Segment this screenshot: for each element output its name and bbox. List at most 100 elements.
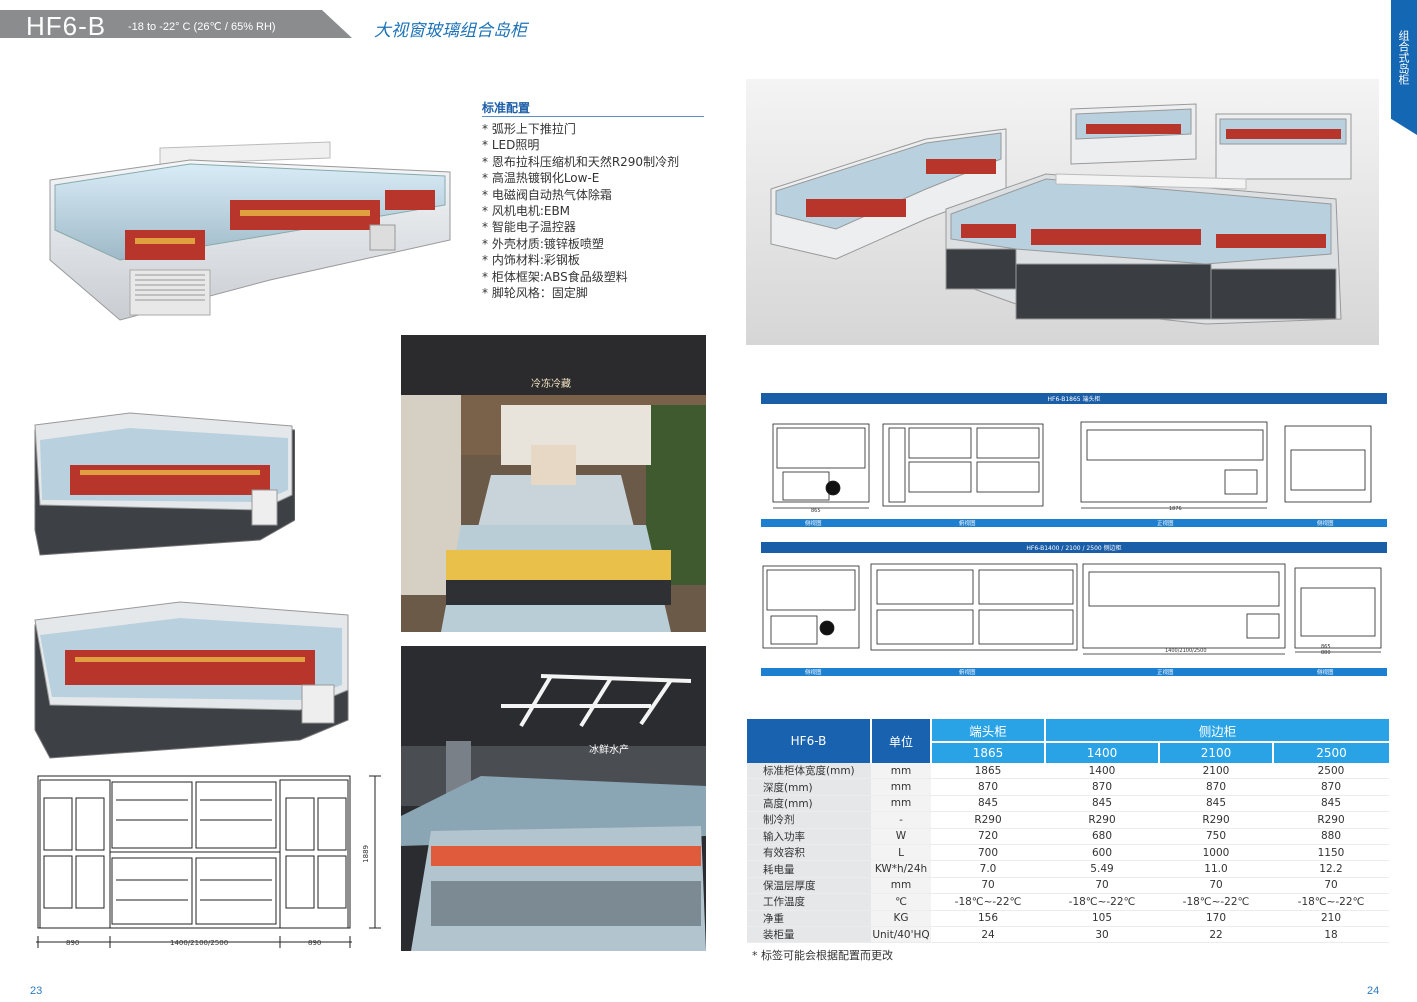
- dim-height: 1889: [362, 845, 370, 863]
- combination-render-image: [746, 79, 1379, 345]
- spec-row-label: 高度(mm): [747, 795, 871, 813]
- spec-cell: 600: [1045, 844, 1159, 862]
- spec-cell: 1865: [931, 763, 1045, 780]
- bp1-label: 侧视图: [805, 521, 822, 527]
- spec-cell: 870: [931, 778, 1045, 796]
- spec-size-header: 1400: [1044, 741, 1159, 763]
- spec-cell: 156: [931, 910, 1045, 927]
- spec-row-unit: -: [871, 811, 931, 829]
- bp2-label: 正视图: [1157, 670, 1174, 676]
- spec-cell: R290: [1045, 811, 1159, 829]
- store2-sign: 冰鲜水产: [589, 745, 629, 756]
- blueprint1-drawings: 865 1876: [761, 410, 1387, 518]
- spec-model-header: HF6-B: [747, 719, 871, 763]
- dim-middle: 1400/2100/2500: [170, 939, 229, 947]
- spec-group-side: 侧边柜: [1044, 719, 1389, 742]
- spec-size-header: 1865: [930, 741, 1045, 763]
- spec-row-label: 有效容积: [747, 844, 871, 862]
- temperature-range: -18 to -22° C (26℃ / 65% RH): [128, 21, 276, 33]
- spec-row-unit: L: [871, 844, 931, 862]
- spec-row-unit: KW*h/24h: [871, 860, 931, 878]
- spec-cell: 70: [1045, 877, 1159, 895]
- spec-row-unit: Unit/40'HQ: [871, 926, 931, 944]
- spec-cell: 750: [1159, 828, 1273, 845]
- spec-cell: 18: [1273, 926, 1389, 944]
- spec-cell: R290: [1273, 811, 1389, 829]
- spec-cell: 720: [931, 828, 1045, 845]
- spec-cell: 1000: [1159, 844, 1273, 862]
- side-cabinet-image: [30, 600, 350, 760]
- config-divider: [482, 116, 704, 117]
- model-name: HF6-B: [26, 11, 107, 41]
- spec-row-label: 工作温度: [747, 893, 871, 911]
- spec-row-label: 制冷剂: [747, 811, 871, 829]
- bp2-dim-front: 1400/2100/2500: [1165, 648, 1207, 654]
- bp2-label: 侧视图: [805, 670, 822, 676]
- blueprint2-title: HF6-B1400 / 2100 / 2500 侧边柜: [1026, 545, 1122, 552]
- end-cabinet-image: [30, 410, 295, 560]
- blueprint2-title-bar: HF6-B1400 / 2100 / 2500 侧边柜: [761, 542, 1387, 553]
- spec-unit-header: 单位: [870, 719, 931, 763]
- spec-size-header: 2500: [1272, 741, 1389, 763]
- spec-cell: 680: [1045, 828, 1159, 845]
- config-item: LED照明: [482, 137, 679, 153]
- spec-cell: -18℃~-22℃: [1159, 893, 1273, 911]
- bp2-label: 俯视图: [959, 670, 976, 676]
- bp1-label: 正视图: [1157, 521, 1174, 527]
- config-list: 弧形上下推拉门 LED照明 恩布拉科压缩机和天然R290制冷剂 高温热镀钢化Lo…: [482, 121, 679, 301]
- spec-row-unit: W: [871, 828, 931, 845]
- bp1-dim-front: 1876: [1169, 506, 1182, 512]
- page-number-left: 23: [30, 985, 43, 997]
- page-title: 大视窗玻璃组合岛柜: [374, 21, 527, 41]
- config-item: 恩布拉科压缩机和天然R290制冷剂: [482, 154, 679, 170]
- spec-size-header: 2100: [1158, 741, 1273, 763]
- spec-cell: 845: [1273, 795, 1389, 813]
- top-view-drawing: 890 1400/2100/2500 890 1889: [30, 770, 385, 955]
- config-item: 高温热镀钢化Low-E: [482, 170, 679, 186]
- spec-cell: 70: [1273, 877, 1389, 895]
- spec-cell: 12.2: [1273, 860, 1389, 878]
- blueprint2-label-bar: 侧视图 俯视图 正视图 侧视图: [761, 668, 1387, 676]
- spec-cell: 170: [1159, 910, 1273, 927]
- blueprint1-title: HF6-B1865 端头柜: [1047, 396, 1101, 403]
- store-photo-1: 冷冻冷藏: [401, 335, 706, 632]
- spec-cell: -18℃~-22℃: [931, 893, 1045, 911]
- spec-cell: 1400: [1045, 763, 1159, 780]
- config-title: 标准配置: [482, 101, 531, 115]
- spec-cell: R290: [1159, 811, 1273, 829]
- spec-row-label: 输入功率: [747, 828, 871, 845]
- bp1-label: 俯视图: [959, 521, 976, 527]
- spec-row-label: 标准柜体宽度(mm): [747, 763, 871, 780]
- spec-cell: 30: [1045, 926, 1159, 944]
- spec-cell: 845: [931, 795, 1045, 813]
- bp1-label: 侧视图: [1317, 521, 1334, 527]
- store1-sign: 冷冻冷藏: [531, 379, 571, 390]
- spec-cell: 210: [1273, 910, 1389, 927]
- spec-row-label: 耗电量: [747, 860, 871, 878]
- config-item: 外壳材质:镀锌板喷塑: [482, 236, 679, 252]
- blueprint1-label-bar: 侧视图 俯视图 正视图 侧视图: [761, 519, 1387, 527]
- spec-cell: 70: [1159, 877, 1273, 895]
- blueprint1-title-bar: HF6-B1865 端头柜: [761, 393, 1387, 404]
- spec-cell: 870: [1159, 778, 1273, 796]
- spec-cell: 5.49: [1045, 860, 1159, 878]
- spec-cell: 1150: [1273, 844, 1389, 862]
- spec-cell: 845: [1159, 795, 1273, 813]
- spec-row: 工作温度℃-18℃~-22℃-18℃~-22℃-18℃~-22℃-18℃~-22…: [747, 893, 1389, 911]
- spec-cell: 870: [1045, 778, 1159, 796]
- spec-cell: 11.0: [1159, 860, 1273, 878]
- spec-cell: 845: [1045, 795, 1159, 813]
- config-item: 弧形上下推拉门: [482, 121, 679, 137]
- spec-row-label: 装柜量: [747, 926, 871, 944]
- spec-cell: 2500: [1273, 763, 1389, 780]
- spec-cell: 2100: [1159, 763, 1273, 780]
- spec-cell: 105: [1045, 910, 1159, 927]
- bp2-dim-b: 880: [1321, 650, 1331, 656]
- spec-table: HF6-B 单位 端头柜 侧边柜 1865 1400 2100 2500 标准柜…: [747, 719, 1389, 944]
